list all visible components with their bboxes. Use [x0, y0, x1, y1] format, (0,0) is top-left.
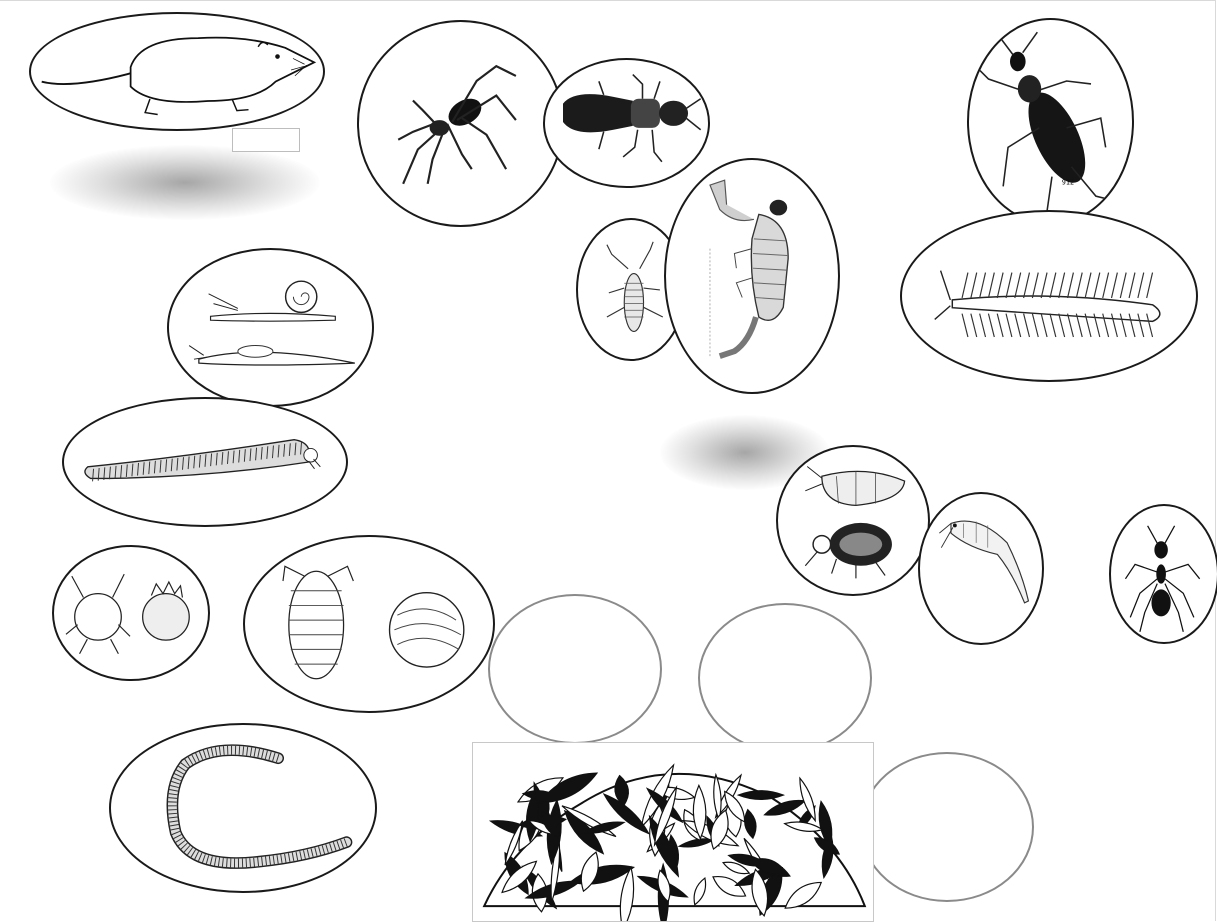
- spider-card[interactable]: [357, 20, 564, 227]
- empty-slot-1[interactable]: [488, 594, 662, 744]
- shrew-label-box[interactable]: [232, 128, 300, 152]
- springtails-icon: [778, 447, 928, 594]
- empty-slot-3[interactable]: [860, 752, 1034, 902]
- woodlice-card[interactable]: [243, 535, 495, 713]
- millipede-card[interactable]: [62, 397, 348, 527]
- ground-beetle-specimen-label: 912: [1062, 178, 1074, 186]
- leaf-litter-box[interactable]: [472, 742, 874, 922]
- amphipod-card[interactable]: [918, 492, 1044, 645]
- shrew-card[interactable]: [29, 12, 325, 131]
- mites-card[interactable]: [52, 545, 210, 681]
- ground-beetle-icon: 912: [969, 20, 1132, 223]
- ground-beetle-card[interactable]: 912: [967, 18, 1134, 225]
- millipede-icon: [64, 399, 346, 525]
- snails-slugs-card[interactable]: [167, 248, 374, 407]
- mites-icon: [54, 547, 208, 679]
- pseudoscorpion-large-card[interactable]: [664, 158, 840, 394]
- centipede-card[interactable]: [900, 210, 1198, 382]
- earthworm-icon: [111, 725, 375, 891]
- drag-shadow-1: [50, 145, 320, 220]
- earthworm-card[interactable]: [109, 723, 377, 893]
- spider-icon: [359, 22, 562, 225]
- pseudoscorpion-large-icon: [666, 160, 838, 392]
- leaf-litter-icon: [473, 743, 873, 921]
- shrew-icon: [31, 14, 323, 129]
- ant-card[interactable]: [1109, 504, 1217, 644]
- centipede-icon: [902, 212, 1196, 380]
- springtails-card[interactable]: [776, 445, 930, 596]
- empty-slot-2[interactable]: [698, 603, 872, 753]
- amphipod-icon: [920, 494, 1042, 643]
- woodlice-icon: [245, 537, 493, 711]
- snail-slug-icon: [169, 250, 372, 405]
- ant-icon: [1111, 506, 1217, 642]
